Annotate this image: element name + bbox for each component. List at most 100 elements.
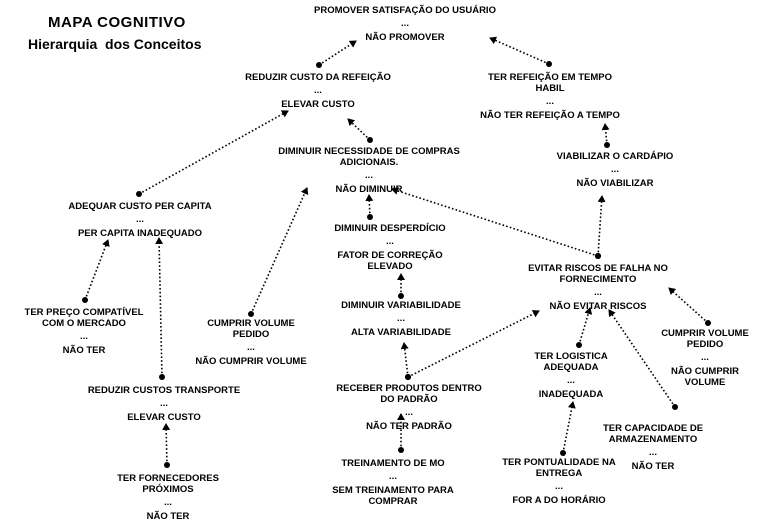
- link-origin-dot: [405, 374, 411, 380]
- concept-line: VIABILIZAR O CARDÁPIO: [556, 151, 674, 162]
- concept-line: TER PREÇO COMPATÍVEL: [24, 307, 144, 318]
- concept-node-desperdicio: DIMINUIR DESPERDÍCIO... FATOR DE CORREÇÃO…: [334, 223, 445, 272]
- link-armazenamento-to-riscos: [608, 309, 676, 408]
- concept-separator: ...: [405, 407, 413, 418]
- concept-line: FOR A DO HORÁRIO: [512, 495, 606, 506]
- concept-line: HABIL: [535, 83, 565, 94]
- concept-line: NÃO CUMPRIR: [670, 366, 740, 377]
- concept-line: ALTA VARIABILIDADE: [351, 327, 451, 338]
- concept-line: SEM TREINAMENTO PARA: [332, 485, 454, 496]
- concept-node-satisfacao: PROMOVER SATISFAÇÃO DO USUÁRIO...NÃO PRO…: [314, 5, 496, 43]
- concept-line: TER LOGISTICA: [534, 351, 608, 362]
- concept-line: DIMINUIR VARIABILIDADE: [341, 300, 461, 311]
- concept-line: CUMPRIR VOLUME: [207, 318, 295, 329]
- concept-line: DIMINUIR DESPERDÍCIO: [334, 223, 446, 234]
- concept-line: ARMAZENAMENTO: [608, 434, 698, 445]
- link-transporte-to-per-capita: [155, 237, 164, 378]
- concept-separator: ...: [649, 447, 657, 458]
- concept-separator: ...: [567, 375, 575, 386]
- concept-line: NÃO CUMPRIR VOLUME: [195, 356, 307, 367]
- link-origin-dot: [604, 142, 610, 148]
- link-origin-dot: [248, 311, 254, 317]
- concept-line: TER CAPACIDADE DE: [602, 423, 704, 434]
- link-origin-dot: [164, 462, 170, 468]
- concept-line: TER REFEIÇÃO EM TEMPO: [487, 72, 613, 83]
- concept-line: REDUZIR CUSTOS TRANSPORTE: [87, 385, 241, 396]
- link-origin-dot: [672, 404, 678, 410]
- concept-line: COMPRAR: [368, 496, 418, 507]
- concept-line: ELEVADO: [367, 261, 413, 272]
- link-per-capita-to-custo-refeicao: [138, 110, 289, 195]
- concept-line: FATOR DE CORREÇÃO: [337, 250, 443, 261]
- concept-node-transporte: REDUZIR CUSTOS TRANSPORTE...ELEVAR CUSTO: [88, 385, 240, 423]
- concept-line: NÃO TER: [631, 461, 675, 472]
- concept-line: ADICIONAIS.: [339, 157, 399, 168]
- concept-line: REDUZIR CUSTO DA REFEIÇÃO: [245, 72, 391, 83]
- concept-separator: ...: [555, 481, 563, 492]
- concept-line: TREINAMENTO DE MO: [341, 458, 445, 469]
- concept-line: DIMINUIR NECESSIDADE DE COMPRAS: [278, 146, 460, 157]
- link-cardapio-to-refeicao-tempo: [601, 123, 610, 146]
- link-origin-dot: [546, 61, 552, 67]
- concept-line: VOLUME: [684, 377, 726, 388]
- concept-line: ELEVAR CUSTO: [281, 99, 355, 110]
- concept-line: PER CAPITA INADEQUADO: [77, 228, 203, 239]
- concept-separator: ...: [164, 497, 172, 508]
- concept-separator: ...: [401, 18, 409, 29]
- concept-line: DO PADRÃO: [380, 394, 438, 405]
- link-origin-dot: [82, 297, 88, 303]
- concept-line: ADEQUADA: [543, 362, 599, 373]
- concept-separator: ...: [160, 398, 168, 409]
- concept-line: NÃO TER: [62, 345, 106, 356]
- link-padrao-to-riscos: [407, 310, 540, 378]
- concept-line: NÃO TER PADRÃO: [366, 421, 452, 432]
- concept-separator: ...: [365, 170, 373, 181]
- concept-node-treinamento: TREINAMENTO DE MO...SEM TREINAMENTO PARA…: [332, 458, 454, 507]
- link-origin-dot: [398, 447, 404, 453]
- link-origin-dot: [367, 137, 373, 143]
- link-volume-2-to-riscos: [668, 287, 709, 324]
- concept-line: PRÓXIMOS: [142, 484, 194, 495]
- link-refeicao-tempo-to-satisfacao: [489, 36, 550, 65]
- link-origin-dot: [136, 191, 142, 197]
- concept-separator: ...: [386, 236, 394, 247]
- diagram-subtitle: Hierarquia dos Conceitos: [28, 36, 202, 52]
- concept-line: ADEQUAR CUSTO PER CAPITA: [68, 201, 212, 212]
- concept-separator: ...: [80, 331, 88, 342]
- concept-separator: ...: [594, 287, 602, 298]
- concept-separator: ...: [701, 352, 709, 363]
- concept-line: NÃO TER REFEIÇÃO A TEMPO: [480, 110, 620, 121]
- concept-line: PROMOVER SATISFAÇÃO DO USUÁRIO: [314, 5, 496, 16]
- concept-separator: ...: [247, 342, 255, 353]
- link-origin-dot: [560, 450, 566, 456]
- concept-line: TER PONTUALIDADE NA: [502, 457, 616, 468]
- link-logistica-to-riscos: [578, 307, 593, 346]
- link-origin-dot: [576, 342, 582, 348]
- concept-line: NÃO TER: [146, 511, 190, 522]
- concept-line: PEDIDO: [232, 329, 270, 340]
- link-origin-dot: [316, 62, 322, 68]
- concept-line: RECEBER PRODUTOS DENTRO: [336, 383, 482, 394]
- link-origin-dot: [367, 214, 373, 220]
- concept-node-variabilidade: DIMINUIR VARIABILIDADE... ALTA VARIABILID…: [341, 300, 461, 338]
- concept-separator: ...: [397, 313, 405, 324]
- link-compras-adicionais-to-custo-refeicao: [347, 118, 371, 141]
- concept-separator: ...: [611, 164, 619, 175]
- concept-line: NÃO EVITAR RISCOS: [549, 301, 647, 312]
- link-origin-dot: [595, 253, 601, 259]
- concept-separator: ...: [314, 85, 322, 96]
- concept-node-cardapio: VIABILIZAR O CARDÁPIO...NÃO VIABILIZAR: [557, 151, 674, 189]
- diagram-title: MAPA COGNITIVO: [48, 14, 186, 31]
- concept-line: FORNECIMENTO: [559, 274, 637, 285]
- concept-line: EVITAR RISCOS DE FALHA NO: [528, 263, 668, 274]
- concept-node-custo-refeicao: REDUZIR CUSTO DA REFEIÇÃO... ELEVAR CUSTO: [245, 72, 391, 110]
